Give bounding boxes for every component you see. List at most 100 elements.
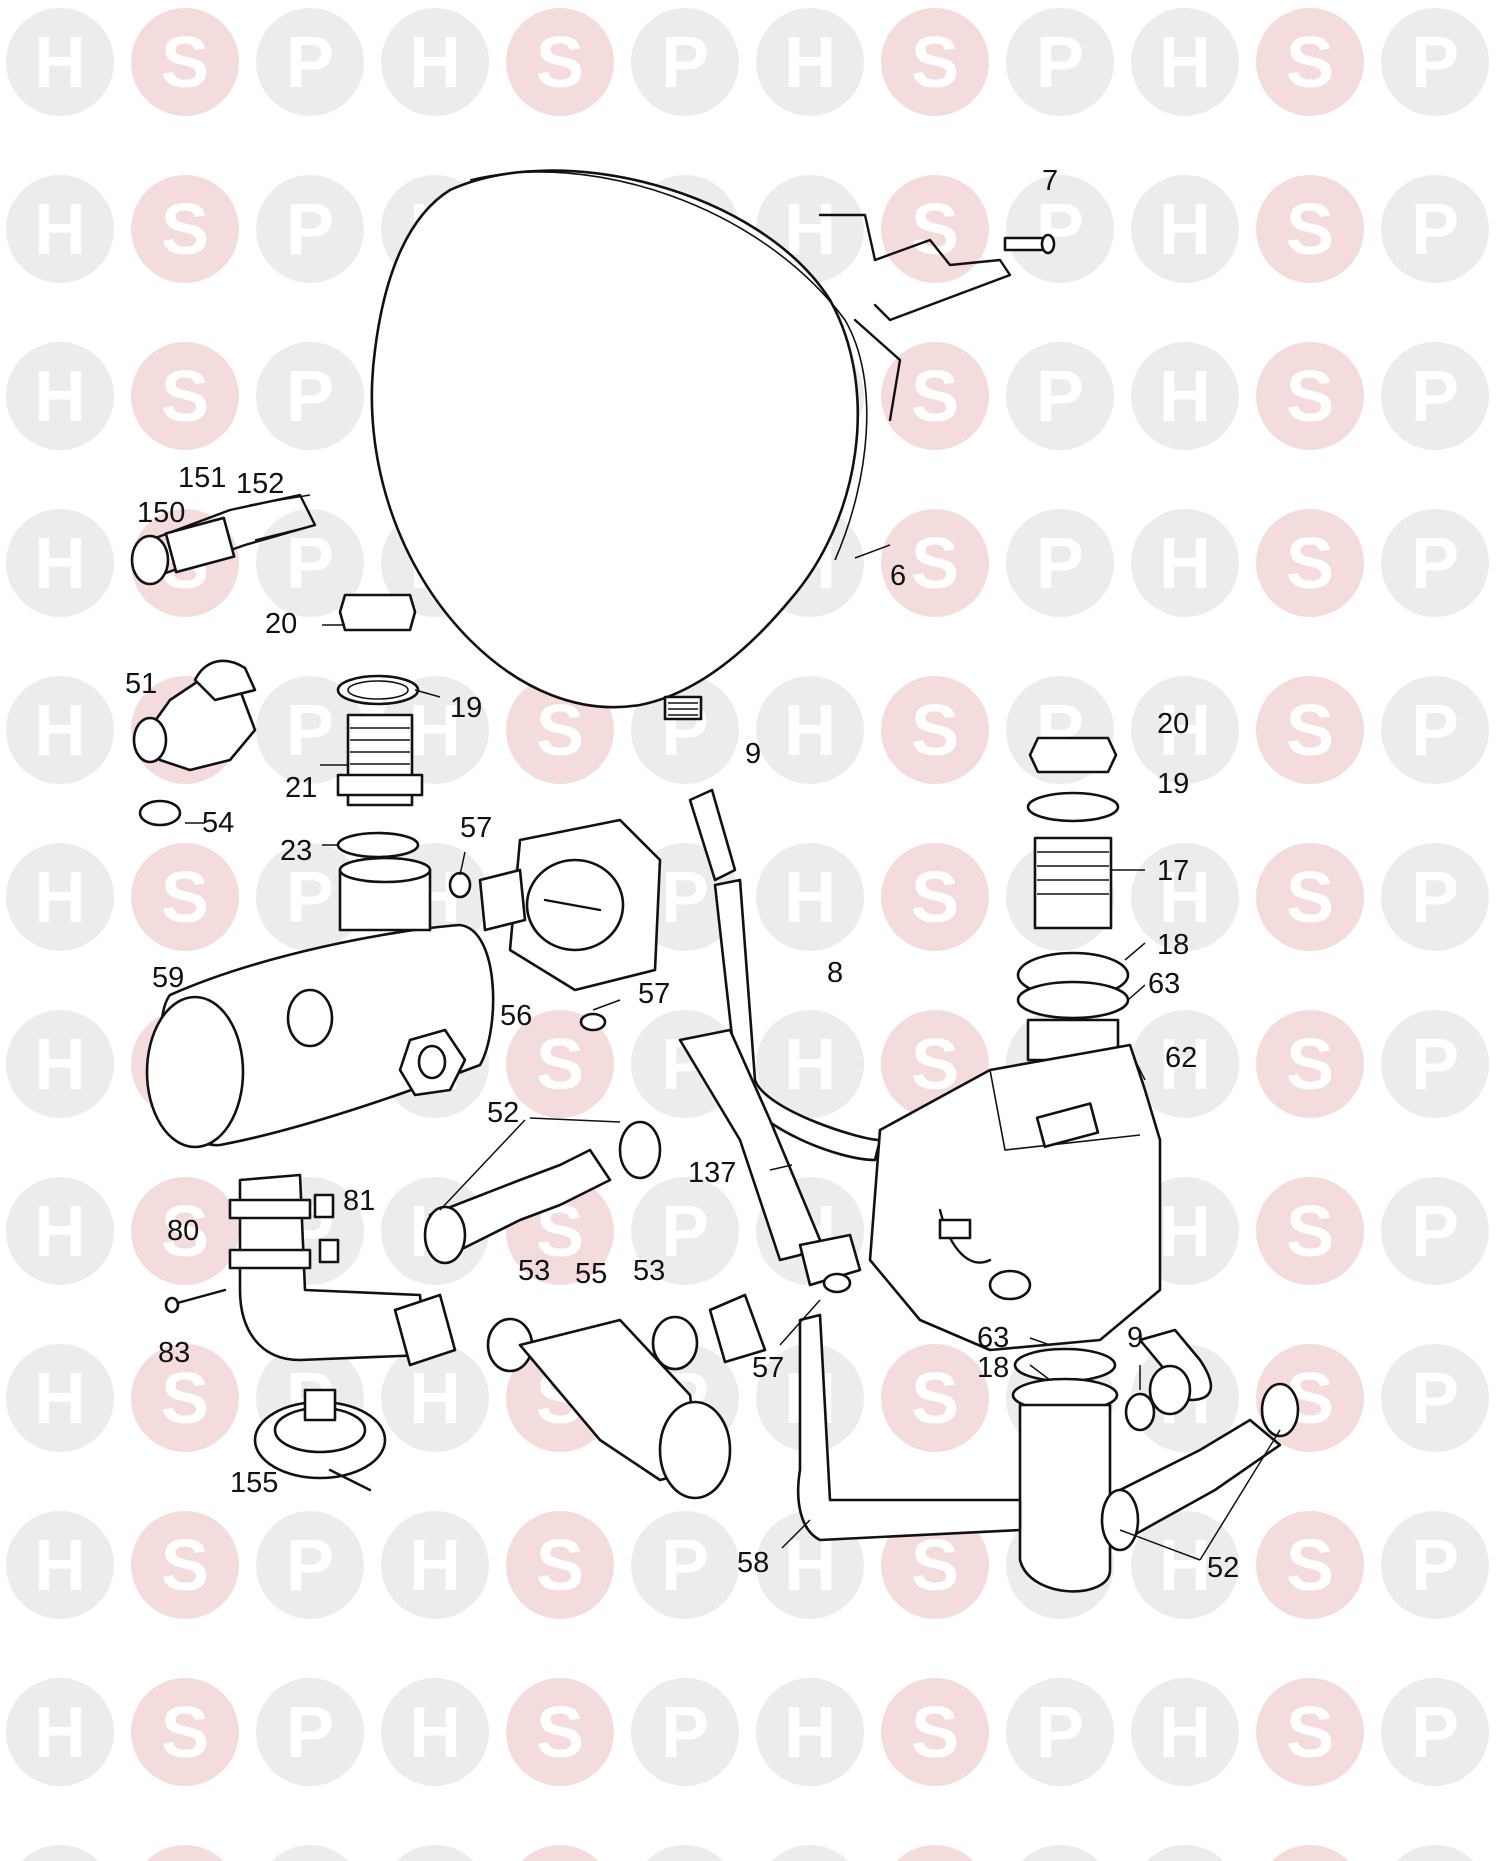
watermark-tile: S	[1256, 1177, 1364, 1285]
watermark-circle	[1006, 8, 1114, 116]
watermark-circle	[506, 1678, 614, 1786]
watermark-circle	[1256, 175, 1364, 283]
watermark-circle	[1256, 1511, 1364, 1619]
watermark-letter: S	[911, 524, 959, 604]
air-vent	[253, 1388, 387, 1492]
watermark-circle	[1381, 1010, 1489, 1118]
watermark-tile: P	[256, 1678, 364, 1786]
watermark-tile: P	[1381, 1678, 1489, 1786]
watermark-circle	[1256, 8, 1364, 116]
watermark-circle	[881, 509, 989, 617]
watermark-tile: H	[1131, 509, 1239, 617]
watermark-tile: S	[506, 1678, 614, 1786]
watermark-tile: S	[131, 8, 239, 116]
watermark-circle	[6, 676, 114, 784]
watermark-circle	[1256, 1678, 1364, 1786]
heat-exchanger-body	[145, 856, 495, 1149]
watermark-circle	[1256, 1010, 1364, 1118]
expansion-vessel	[370, 169, 868, 721]
watermark-circle	[131, 8, 239, 116]
watermark-tile: P	[1381, 1511, 1489, 1619]
watermark-letter: S	[161, 1359, 209, 1439]
watermark-tile: S	[1256, 1010, 1364, 1118]
watermark-letter: P	[286, 691, 334, 771]
watermark-tile: H	[6, 1344, 114, 1452]
watermark-tile: H	[756, 676, 864, 784]
watermark-circle	[131, 1177, 239, 1285]
watermark-tile: S	[881, 676, 989, 784]
vessel-bracket	[818, 213, 1056, 422]
watermark-letter: S	[536, 1526, 584, 1606]
watermark-circle	[1131, 175, 1239, 283]
watermark-tile: H	[756, 1678, 864, 1786]
watermark-letter: S	[536, 1693, 584, 1773]
watermark-circle	[256, 843, 364, 951]
watermark-circle	[6, 342, 114, 450]
watermark-tile: P	[1381, 342, 1489, 450]
watermark-letter: H	[784, 691, 836, 771]
watermark-circle	[131, 843, 239, 951]
watermark-circle	[1006, 1678, 1114, 1786]
watermark-letter: H	[1159, 23, 1211, 103]
watermark-circle	[1131, 1511, 1239, 1619]
label-part-52-bottom: 52	[1207, 1552, 1239, 1584]
label-part-56: 56	[500, 1000, 532, 1032]
watermark-circle	[881, 1511, 989, 1619]
watermark-tile: P	[1381, 1344, 1489, 1452]
watermark-circle	[1006, 175, 1114, 283]
watermark-tile: P	[1381, 843, 1489, 951]
watermark-circle	[1381, 509, 1489, 617]
watermark-circle	[256, 342, 364, 450]
watermark-circle	[1271, 1845, 1349, 1861]
watermark-tile: S	[881, 843, 989, 951]
flexible-connectors	[393, 1120, 767, 1500]
watermark-letter: P	[661, 23, 709, 103]
watermark-circle	[256, 175, 364, 283]
watermark-letter: S	[911, 190, 959, 270]
watermark-circle	[631, 676, 739, 784]
watermark-circle	[881, 175, 989, 283]
watermark-circle	[1256, 342, 1364, 450]
watermark-letter: S	[536, 691, 584, 771]
watermark-circle	[396, 1845, 474, 1861]
watermark-circle	[131, 342, 239, 450]
watermark-circle	[1381, 342, 1489, 450]
watermark-tile: H	[6, 1678, 114, 1786]
watermark-circle	[131, 1344, 239, 1452]
label-part-155: 155	[230, 1467, 278, 1499]
watermark-letter: P	[286, 357, 334, 437]
part-labels: 7 151 152 150 6 20 51 19 9 20 19 21 54 5…	[125, 165, 1239, 1584]
watermark-letter: P	[1411, 1693, 1459, 1773]
watermark-letter: P	[1411, 357, 1459, 437]
watermark-tile: S	[131, 1511, 239, 1619]
label-part-57-top: 57	[460, 812, 492, 844]
watermark-letter: S	[1286, 524, 1334, 604]
watermark-letter: H	[34, 357, 86, 437]
watermark-circle	[646, 1845, 724, 1861]
watermark-circle	[1256, 676, 1364, 784]
label-part-8: 8	[827, 957, 843, 989]
watermark-letter: P	[286, 1526, 334, 1606]
watermark-circle	[6, 1678, 114, 1786]
watermark-circle	[1396, 1845, 1474, 1861]
leader-lines	[185, 544, 1281, 1561]
watermark-circle	[506, 8, 614, 116]
watermark-circle	[131, 1511, 239, 1619]
watermark-letter: S	[161, 23, 209, 103]
watermark-circle	[271, 1845, 349, 1861]
watermark-letter: P	[1411, 1192, 1459, 1272]
watermark-letter: H	[1159, 524, 1211, 604]
watermark-letter: S	[1286, 858, 1334, 938]
watermark-letter: H	[34, 524, 86, 604]
watermark-tile: P	[256, 175, 364, 283]
label-part-137: 137	[688, 1157, 736, 1189]
label-part-80: 80	[167, 1215, 199, 1247]
label-part-58: 58	[737, 1547, 769, 1579]
label-part-55: 55	[575, 1258, 607, 1290]
label-part-51: 51	[125, 668, 157, 700]
watermark-circle	[881, 843, 989, 951]
watermark-letter: H	[409, 1359, 461, 1439]
watermark-letter: S	[1286, 23, 1334, 103]
watermark-tile: H	[1131, 1010, 1239, 1118]
watermark-tile: S	[1256, 676, 1364, 784]
